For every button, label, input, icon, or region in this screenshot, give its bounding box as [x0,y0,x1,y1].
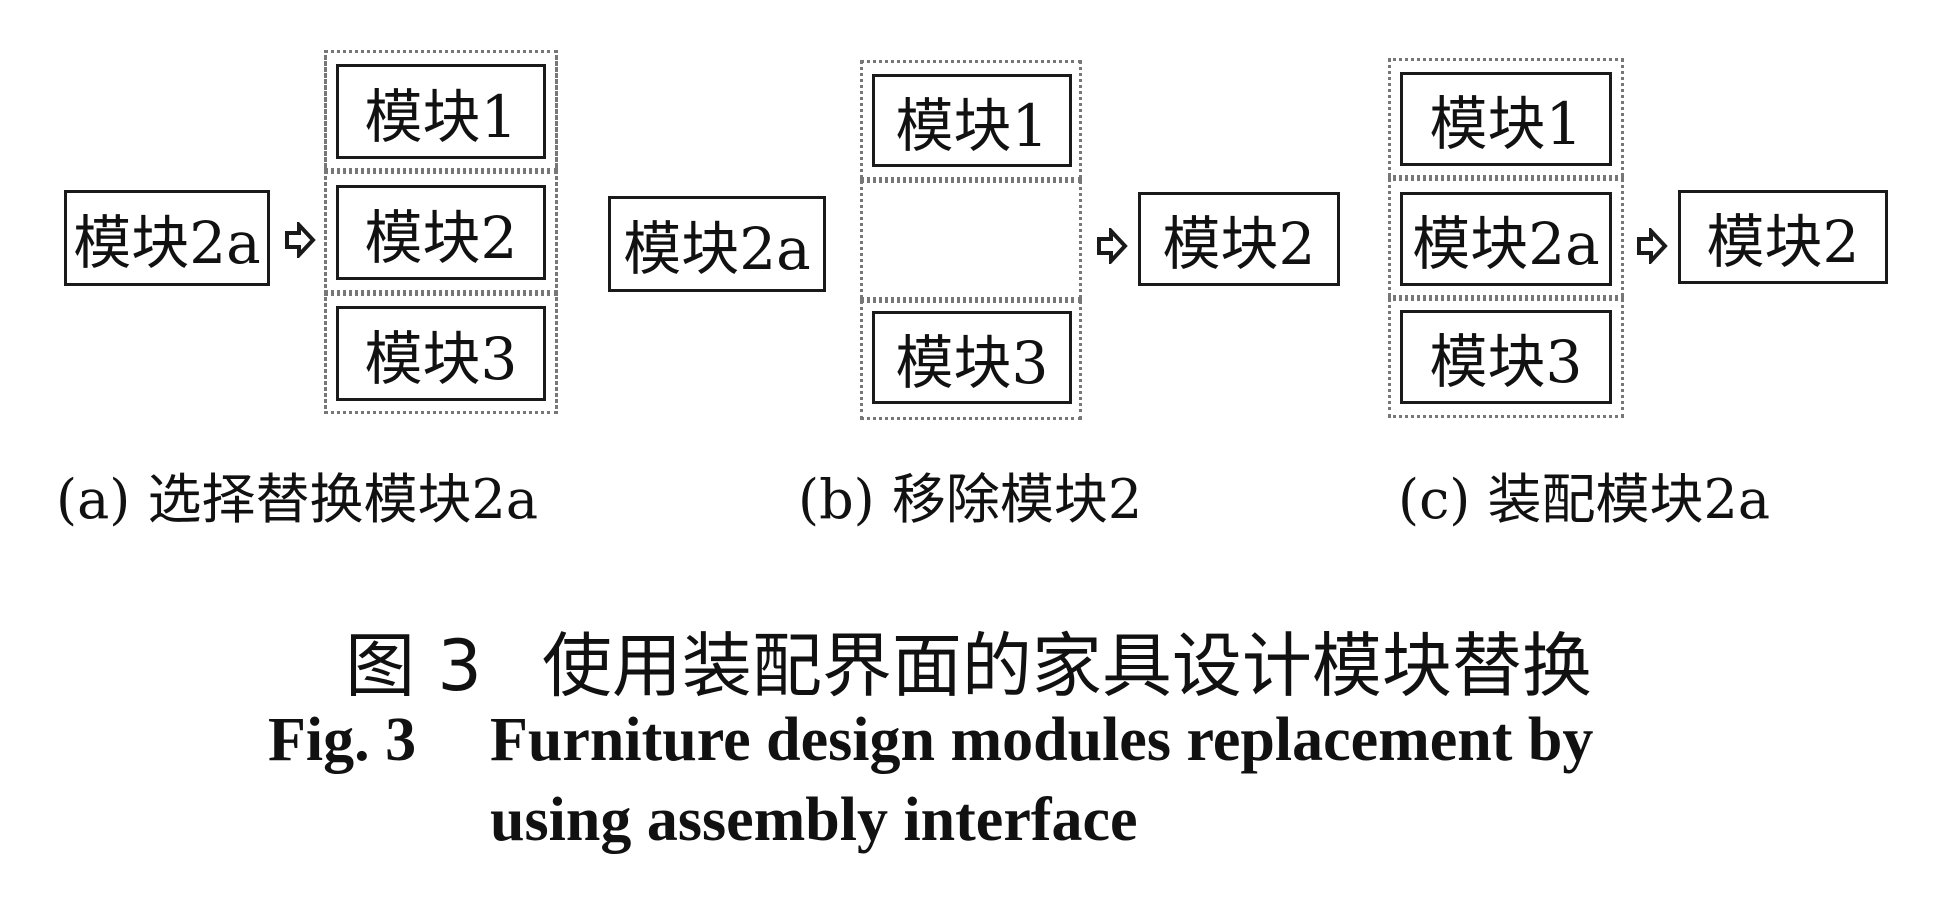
stack-slot [1388,178,1624,298]
module-label: 模块2a [73,209,261,277]
stack-slot-empty [860,180,1082,300]
module-label: 模块2a [623,215,811,283]
module-label: 模块2 [1162,210,1316,278]
figure-title-cn-text: 使用装配界面的家具设计模块替换 [541,625,1592,707]
figure-label-en: Fig. 3 [268,706,417,774]
stack-slot [1388,298,1624,418]
stack-slot [324,171,558,293]
arrow-right-icon [285,222,316,258]
panel-a-caption: (a) 选择替换模块2a [56,468,539,531]
module-2-box: 模块2 [1678,190,1888,284]
module-label: 模块2 [364,203,518,272]
module-label: 模块1 [1429,90,1583,158]
module-3-box: 模块3 [1400,310,1612,404]
figure-title-en-line2: using assembly interface [490,786,1138,854]
module-label: 模块2 [1706,208,1860,276]
module-label: 模块3 [364,324,518,393]
figure-label-cn: 图 3 [345,625,482,707]
module-label: 模块3 [1429,328,1583,396]
module-2a-box: 模块2a [64,190,270,286]
module-2-box: 模块2 [1138,192,1340,286]
module-1-box: 模块1 [1400,72,1612,166]
module-3-box: 模块3 [336,306,546,401]
module-label: 模块1 [364,82,518,151]
module-2-box: 模块2 [336,185,546,280]
stack-slot [860,60,1082,180]
arrow-right-icon [1637,228,1668,264]
stack-slot [324,293,558,414]
module-2a-box: 模块2a [608,196,826,292]
module-label: 模块2a [1412,210,1600,278]
module-2a-box: 模块2a [1400,192,1612,286]
stack-slot [1388,58,1624,178]
panel-b-caption: (b) 移除模块2 [798,468,1143,531]
module-1-box: 模块1 [336,64,546,159]
panel-c-caption: (c) 装配模块2a [1398,468,1771,531]
module-label: 模块3 [895,328,1049,397]
arrow-right-icon [1097,228,1128,264]
module-1-box: 模块1 [872,74,1072,167]
stack-slot [860,300,1082,420]
module-label: 模块1 [895,91,1049,160]
stack-slot [324,50,558,171]
figure-title-cn: 图 3 使用装配界面的家具设计模块替换 [0,610,1937,711]
figure-title-en-line1: Furniture design modules replacement by [490,706,1594,774]
module-3-box: 模块3 [872,311,1072,404]
